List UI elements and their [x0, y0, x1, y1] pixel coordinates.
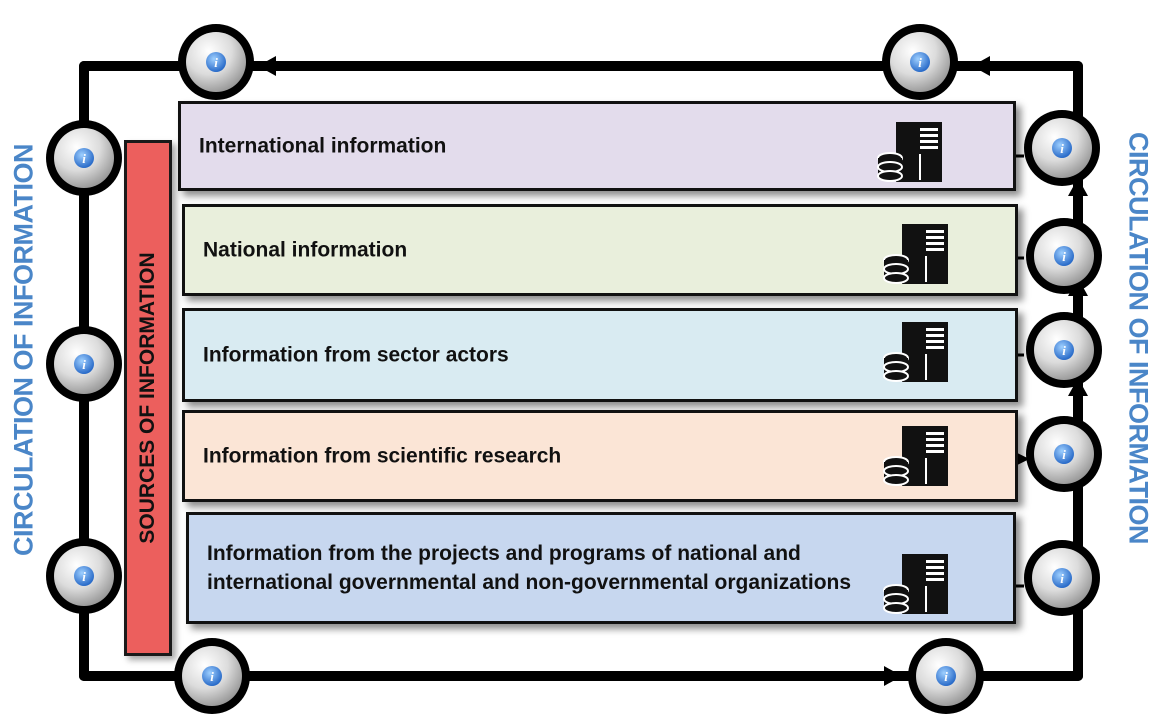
loop-arrow-top-right: [972, 56, 990, 76]
panel-label: National information: [203, 238, 408, 262]
loop-arrow-right-3: [1068, 378, 1088, 396]
loop-arrow-right-1: [1068, 178, 1088, 196]
panel-label: Information from sector actors: [203, 343, 509, 367]
loop-arrow-bottom: [884, 666, 902, 686]
sources-label: SOURCES OF INFORMATION: [136, 252, 159, 544]
panel-sector-actors: Information from sector actors: [182, 308, 1018, 402]
loop-arrow-top: [258, 56, 276, 76]
panel-label: Information from the projects and progra…: [207, 542, 852, 594]
right-circulation-label: CIRCULATION OF INFORMATION: [1123, 132, 1152, 544]
panel-label: International information: [199, 134, 447, 158]
panel-scientific-research: Information from scientific research: [182, 410, 1018, 502]
panel-projects-programs: Information from the projects and progra…: [186, 512, 1016, 624]
sources-bar: SOURCES OF INFORMATION: [124, 140, 172, 656]
left-circulation-label: CIRCULATION OF INFORMATION: [8, 144, 39, 556]
server-database-icon: [883, 224, 948, 284]
server-database-icon: [883, 322, 948, 382]
server-database-icon: [877, 122, 942, 182]
server-database-icon: [883, 426, 948, 486]
server-database-icon: [883, 554, 948, 614]
panel-label: Information from scientific research: [203, 444, 562, 468]
loop-arrow-right-2: [1068, 278, 1088, 296]
panel-national: National information: [182, 204, 1018, 296]
panel-international: International information: [178, 101, 1016, 191]
